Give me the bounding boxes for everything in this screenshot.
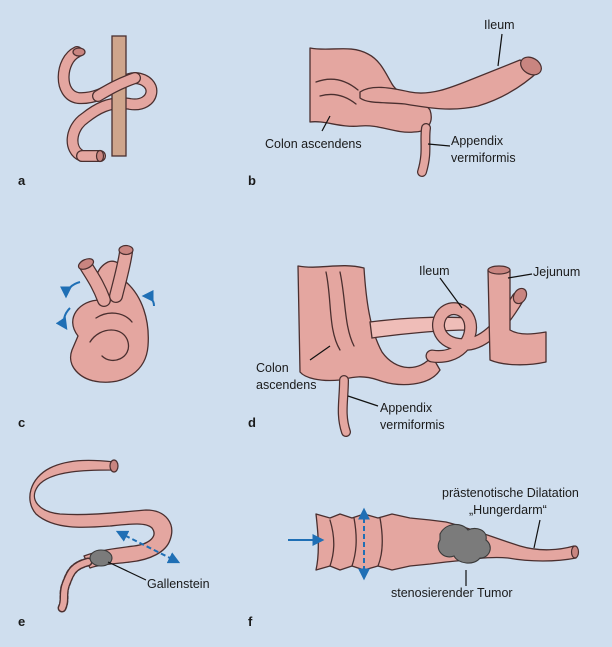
label-appendix-b-2: vermiformis: [451, 151, 516, 165]
label-gallstone: Gallenstein: [147, 577, 210, 591]
panel-d: Ileum Jejunum Colon ascendens Appendix v…: [248, 264, 580, 437]
panel-b: Ileum Colon ascendens Appendix vermiform…: [248, 18, 542, 188]
panel-f: prästenotische Dilatation „Hungerdarm“ s…: [248, 486, 580, 629]
label-colon-ascendens-b: Colon ascendens: [265, 137, 362, 151]
rotation-arrow-1: [60, 281, 81, 299]
rotation-arrow-3: [141, 290, 155, 307]
label-ileum-b: Ileum: [484, 18, 515, 32]
panel-letter-a: a: [18, 173, 26, 188]
label-colon-d-1: Colon: [256, 361, 289, 375]
strangulation-band: [111, 35, 127, 157]
label-ileum-d: Ileum: [419, 264, 450, 278]
panel-letter-d: d: [248, 415, 256, 430]
panel-c: c: [18, 244, 155, 430]
panel-letter-c: c: [18, 415, 25, 430]
volvulus-body: [70, 260, 149, 383]
small-bowel-e: [29, 459, 173, 569]
dilation-arrow-e: [115, 530, 181, 564]
label-jejunum-d: Jejunum: [533, 265, 580, 279]
stenosing-tumor: [437, 523, 491, 564]
label-appendix-d-1: Appendix: [380, 401, 433, 415]
gallstone: [89, 549, 113, 567]
panel-letter-b: b: [248, 173, 256, 188]
label-dilatation-1: prästenotische Dilatation: [442, 486, 579, 500]
panel-a: a: [18, 35, 158, 188]
rotation-arrow-2: [55, 307, 71, 330]
jejunum-d: [487, 269, 547, 366]
label-tumor: stenosierender Tumor: [391, 586, 513, 600]
label-dilatation-2: „Hungerdarm“: [469, 503, 547, 517]
panel-e: Gallenstein e: [18, 459, 210, 629]
label-appendix-d-2: vermiformis: [380, 418, 445, 432]
label-appendix-b-1: Appendix: [451, 134, 504, 148]
panel-letter-e: e: [18, 614, 25, 629]
label-colon-d-2: ascendens: [256, 378, 316, 392]
panel-letter-f: f: [248, 614, 253, 629]
